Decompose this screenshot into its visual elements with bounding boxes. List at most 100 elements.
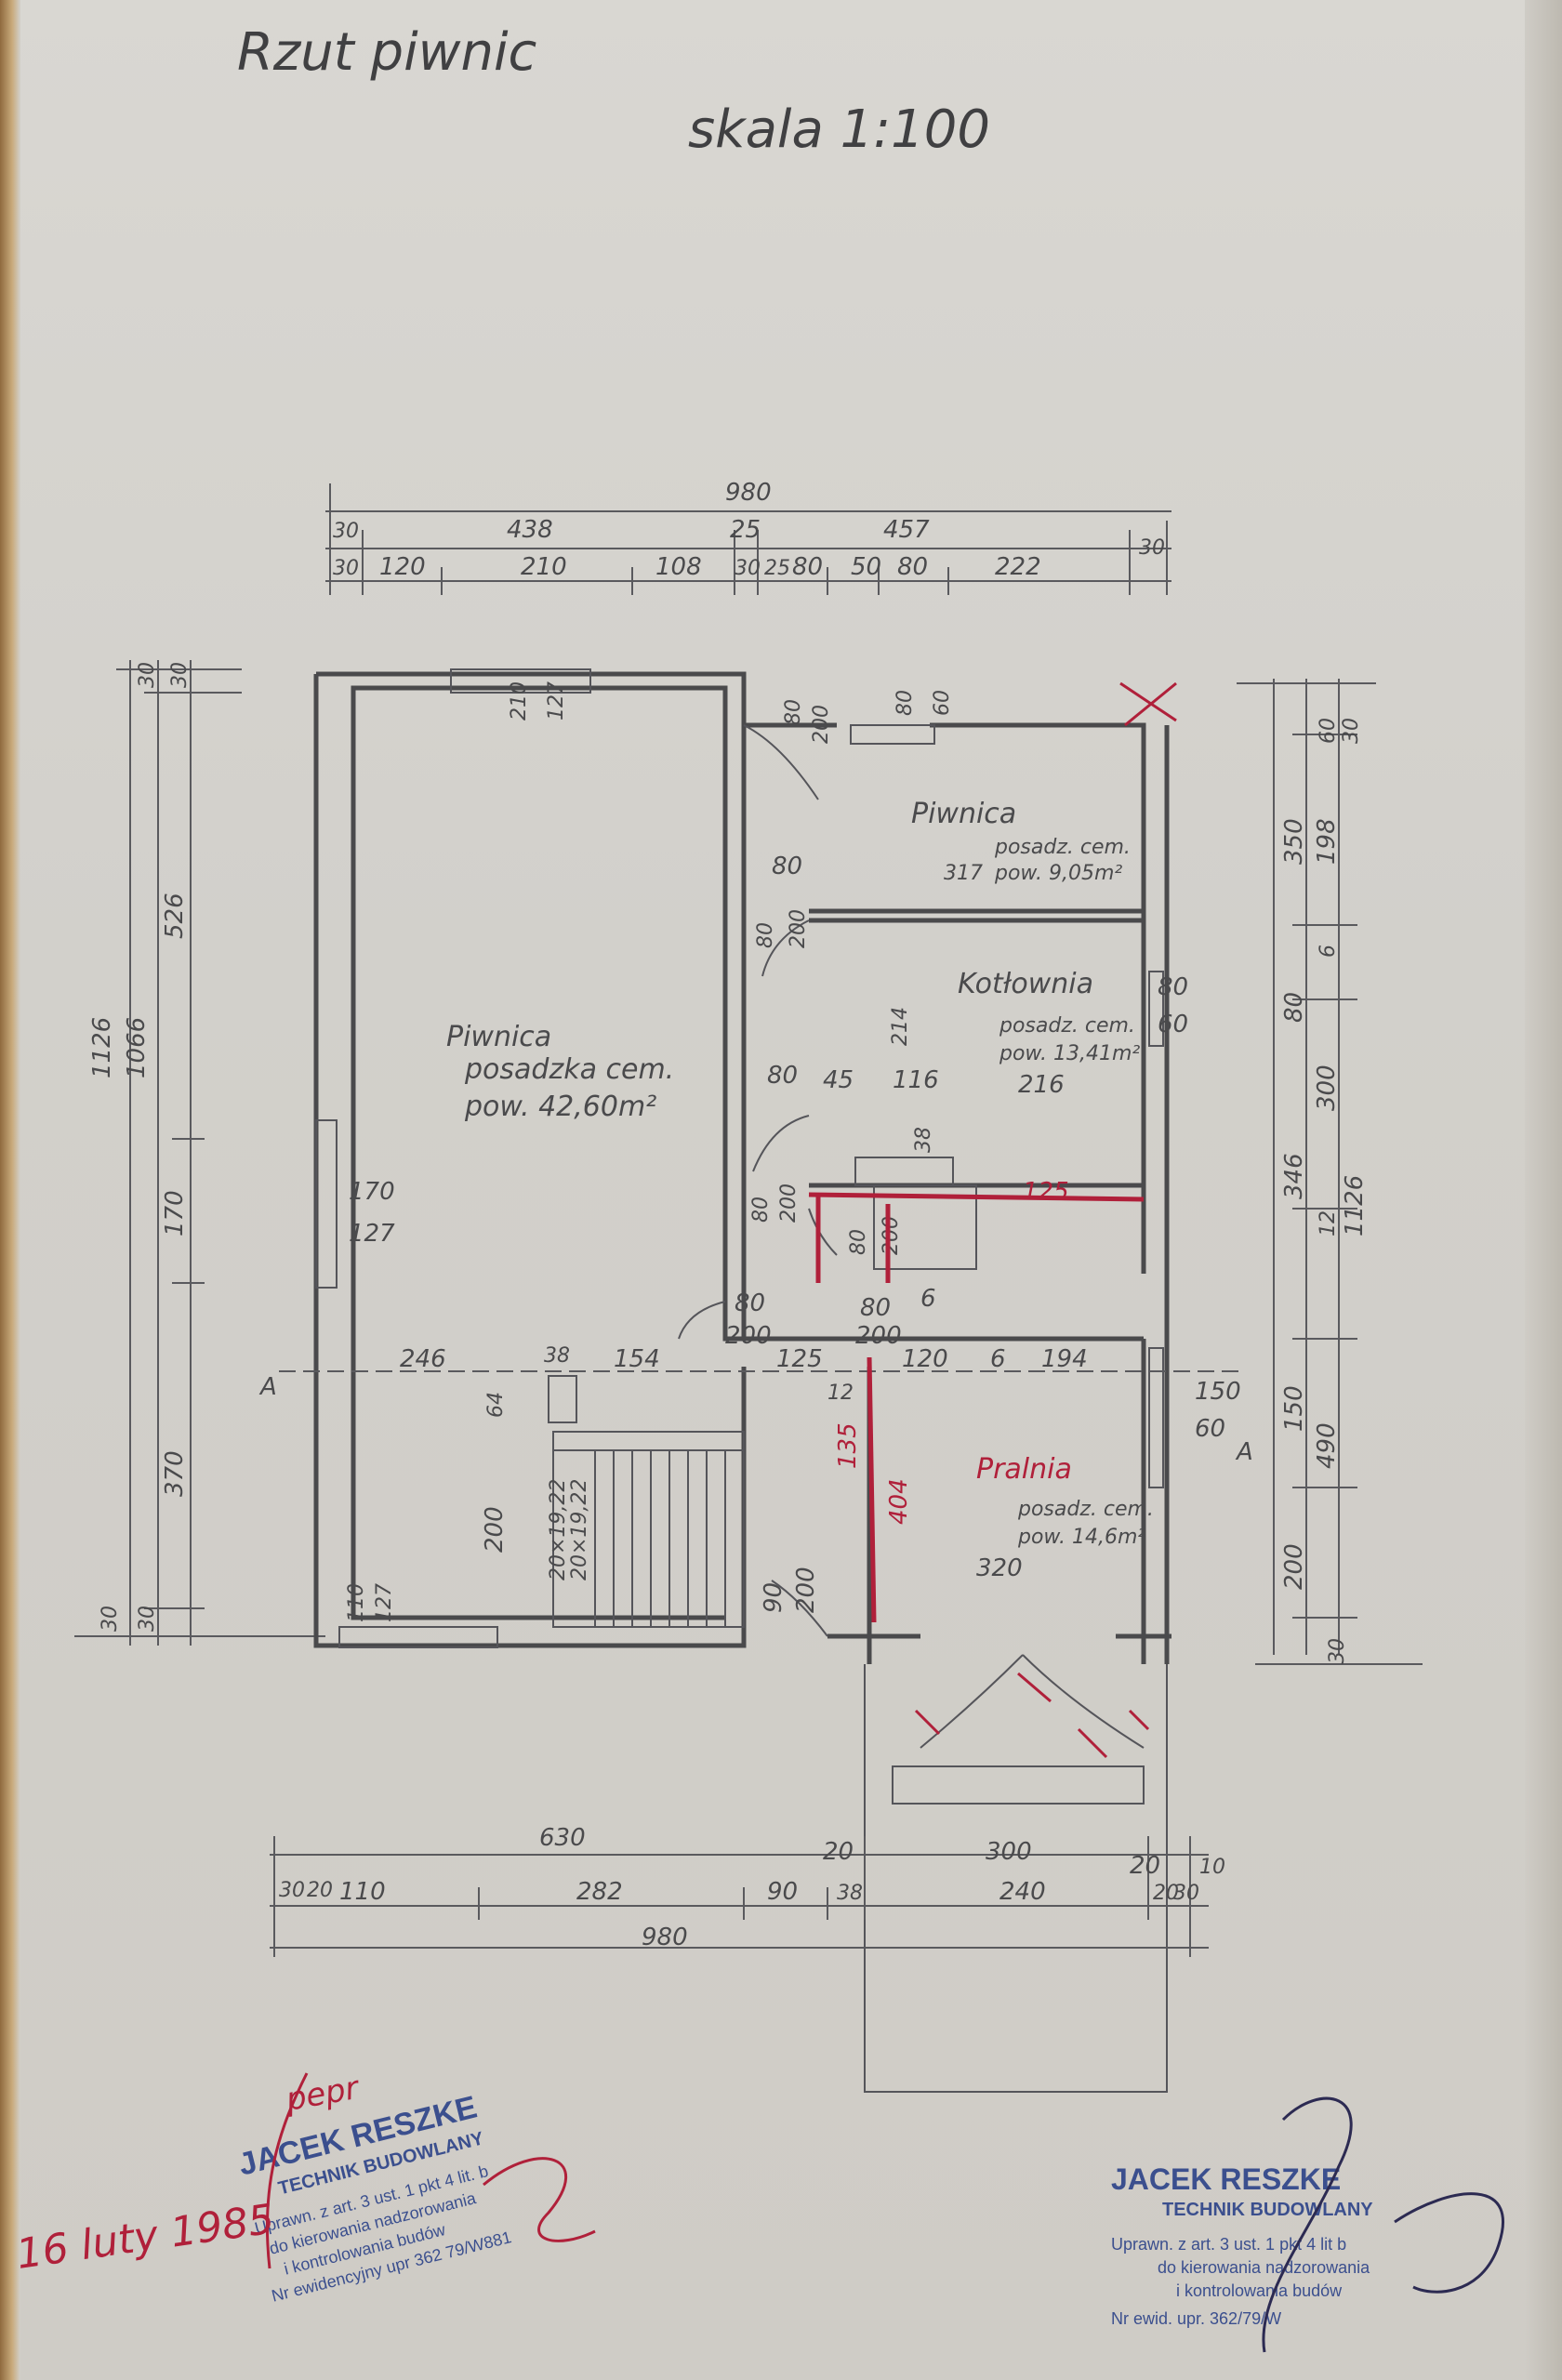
handwritten-initials: pepr xyxy=(283,2069,364,2119)
dim-door2-b: 200 xyxy=(787,909,810,948)
dim-left-b: 30 xyxy=(168,662,192,688)
section-line: A A xyxy=(258,1370,1253,1466)
room-label-piwnica-large: Piwnica posadzka cem. pow. 42,60m² xyxy=(446,1021,674,1123)
stair-label-2: 20×19,22 xyxy=(568,1479,591,1580)
dim-top-a: 30 xyxy=(333,520,359,543)
room-label-kotlownia: Kotłownia posadz. cem. pow. 13,41m² xyxy=(958,968,1140,1065)
dim-200-chimney: 200 xyxy=(880,1216,903,1255)
dim-200-c: 200 xyxy=(725,1322,772,1350)
dim-window4-h: 60 xyxy=(931,690,954,716)
dim-80-chimney: 80 xyxy=(847,1229,870,1255)
dim-door3-h: 200 xyxy=(777,1183,801,1223)
room-area: pow. 14,6m² xyxy=(1017,1526,1145,1549)
plan-title: Rzut piwnic xyxy=(237,22,537,83)
dim-125-red: 125 xyxy=(1023,1178,1069,1206)
dim-120: 120 xyxy=(902,1345,948,1373)
dim-left-total: 1126 xyxy=(88,1017,116,1078)
dim-top-j: 222 xyxy=(995,553,1041,581)
dim-38-chimney: 38 xyxy=(912,1127,935,1153)
dim-top-c: 210 xyxy=(521,553,567,581)
dim-80-mid: 80 xyxy=(767,1062,798,1090)
dim-154: 154 xyxy=(614,1345,660,1373)
dim-top-e: 30 xyxy=(735,557,761,580)
dim-bottom-h: 20 xyxy=(1153,1882,1179,1905)
dim-38: 38 xyxy=(544,1344,570,1368)
room-area: pow. 9,05m² xyxy=(994,862,1122,885)
dim-left-sub: 1066 xyxy=(123,1017,151,1078)
dim-window1-h: 127 xyxy=(545,681,568,721)
dim-80-c: 80 xyxy=(735,1289,765,1317)
dim-right-j: 150 xyxy=(1280,1385,1308,1432)
room-floor: posadz. cem. xyxy=(1017,1498,1154,1521)
room-name: Kotłownia xyxy=(958,968,1093,1000)
room-floor: posadzka cem. xyxy=(464,1053,674,1086)
dim-bottom-i: 30 xyxy=(1173,1882,1199,1905)
dim-left-a: 30 xyxy=(136,662,159,688)
dim-right-g: 300 xyxy=(1313,1064,1341,1111)
room-label-piwnica-small: Piwnica posadz. cem. pow. 9,05m² xyxy=(911,798,1131,885)
dim-bottom-c: 110 xyxy=(339,1878,386,1906)
dim-right-total: 1126 xyxy=(1341,1175,1369,1236)
room-label-pralnia: Pralnia posadz. cem. pow. 14,6m² xyxy=(976,1453,1154,1549)
dim-116: 116 xyxy=(893,1066,939,1094)
dim-60-right: 60 xyxy=(1158,1011,1188,1038)
dim-top-left: 438 xyxy=(507,516,553,544)
dim-door1-w: 80 xyxy=(782,699,805,725)
door-swings xyxy=(678,724,1145,1749)
dim-top-a2: 30 xyxy=(333,557,359,580)
room-name: Pralnia xyxy=(976,1453,1072,1486)
dim-top-h: 50 xyxy=(851,553,881,581)
red-annotations xyxy=(808,681,1177,1759)
stamp-left: JACEK RESZKE TECHNIK BUDOWLANY Uprawn. z… xyxy=(235,2089,513,2305)
dim-bottom-m: 10 xyxy=(1199,1856,1225,1879)
dim-top-k: 30 xyxy=(1139,536,1165,560)
dim-bottom-l: 20 xyxy=(1130,1852,1160,1880)
signature-left xyxy=(265,2072,596,2269)
dim-right-m: 30 xyxy=(1326,1638,1349,1664)
dim-bottom-b: 20 xyxy=(823,1838,854,1866)
dim-125: 125 xyxy=(776,1345,823,1373)
stamp2-line2: do kierowania nadzorowania xyxy=(1158,2258,1370,2277)
dim-door2-a: 80 xyxy=(754,922,777,948)
dim-135: 135 xyxy=(834,1422,862,1469)
dim-317: 317 xyxy=(944,862,983,885)
dim-6: 6 xyxy=(920,1285,936,1313)
dim-left-c: 526 xyxy=(161,892,189,939)
left-dimension-chain: 1126 1066 526 170 370 30 30 30 30 xyxy=(74,660,325,1646)
room-floor: posadz. cem. xyxy=(999,1014,1135,1038)
dim-320: 320 xyxy=(976,1554,1023,1582)
dim-6-b: 6 xyxy=(990,1345,1006,1373)
dim-right-k: 490 xyxy=(1313,1422,1341,1469)
dim-bottom-total2: 980 xyxy=(642,1924,688,1951)
dim-top-g: 80 xyxy=(792,553,823,581)
dim-right-b: 60 xyxy=(1317,718,1340,744)
dim-left-f: 30 xyxy=(99,1606,122,1632)
dim-total-top: 980 xyxy=(725,479,772,507)
room-name: Piwnica xyxy=(446,1021,551,1053)
dim-right-f: 80 xyxy=(1280,992,1308,1023)
dim-door2-w: 80 xyxy=(772,853,802,880)
dim-80-right: 80 xyxy=(1158,973,1188,1001)
stamp2-name: JACEK RESZKE xyxy=(1111,2162,1341,2196)
dim-top-d: 108 xyxy=(655,553,702,581)
dim-right-l: 200 xyxy=(1280,1543,1308,1590)
dim-right-e: 6 xyxy=(1317,945,1340,958)
inner-dimensions: 210 127 170 127 110 127 80 200 80 60 80 … xyxy=(345,681,1241,1622)
dim-window2-w: 170 xyxy=(349,1178,395,1206)
dim-door1-h: 200 xyxy=(810,705,833,744)
dim-214: 214 xyxy=(889,1007,912,1046)
room-area: pow. 13,41m² xyxy=(999,1042,1140,1065)
dim-404: 404 xyxy=(885,1478,913,1525)
dim-bottom-k: 300 xyxy=(986,1838,1032,1866)
dim-bottom-total: 630 xyxy=(539,1824,586,1852)
dim-200-b: 200 xyxy=(855,1322,902,1350)
dim-bottom-f: 38 xyxy=(837,1882,863,1905)
stair-label-1: 20×19,22 xyxy=(547,1479,570,1580)
dim-top-right: 457 xyxy=(883,516,930,544)
dim-bottom-g: 240 xyxy=(999,1878,1046,1906)
section-marker-right: A xyxy=(1235,1438,1253,1466)
dim-45: 45 xyxy=(823,1066,854,1094)
dim-bottom-a: 30 xyxy=(279,1879,305,1902)
dim-top-f: 25 xyxy=(764,557,790,580)
